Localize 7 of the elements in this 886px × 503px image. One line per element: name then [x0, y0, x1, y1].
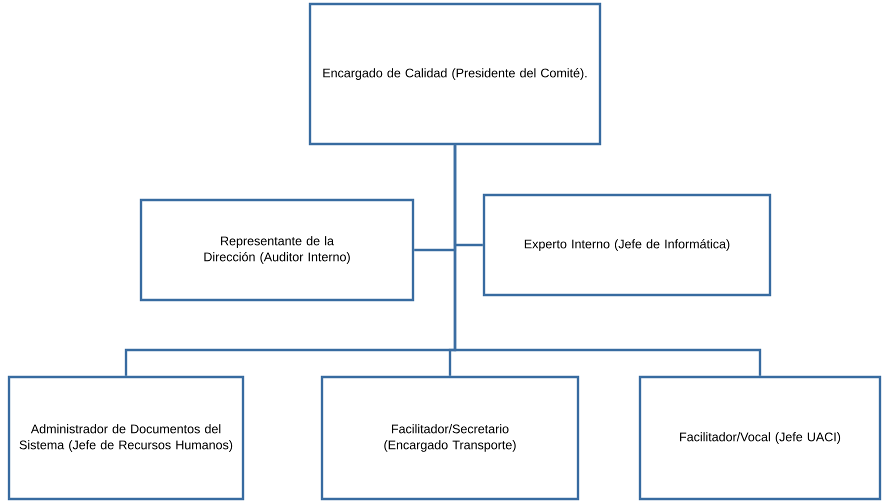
org-box: Encargado de Calidad (Presidente del Comité).: [308, 2, 602, 146]
org-box: Experto Interno (Jefe de Informática): [482, 194, 772, 296]
org-box: Representante de la Dirección (Auditor Interno): [140, 198, 414, 302]
org-box: Facilitador/Secretario (Encargado Transporte): [320, 376, 580, 500]
org-box: Administrador de Documentos del Sistema (Jefe de Recursos Humanos): [8, 376, 244, 500]
connector-line: [454, 145, 762, 376]
org-box: Facilitador/Vocal (Jefe UACI): [638, 376, 882, 500]
